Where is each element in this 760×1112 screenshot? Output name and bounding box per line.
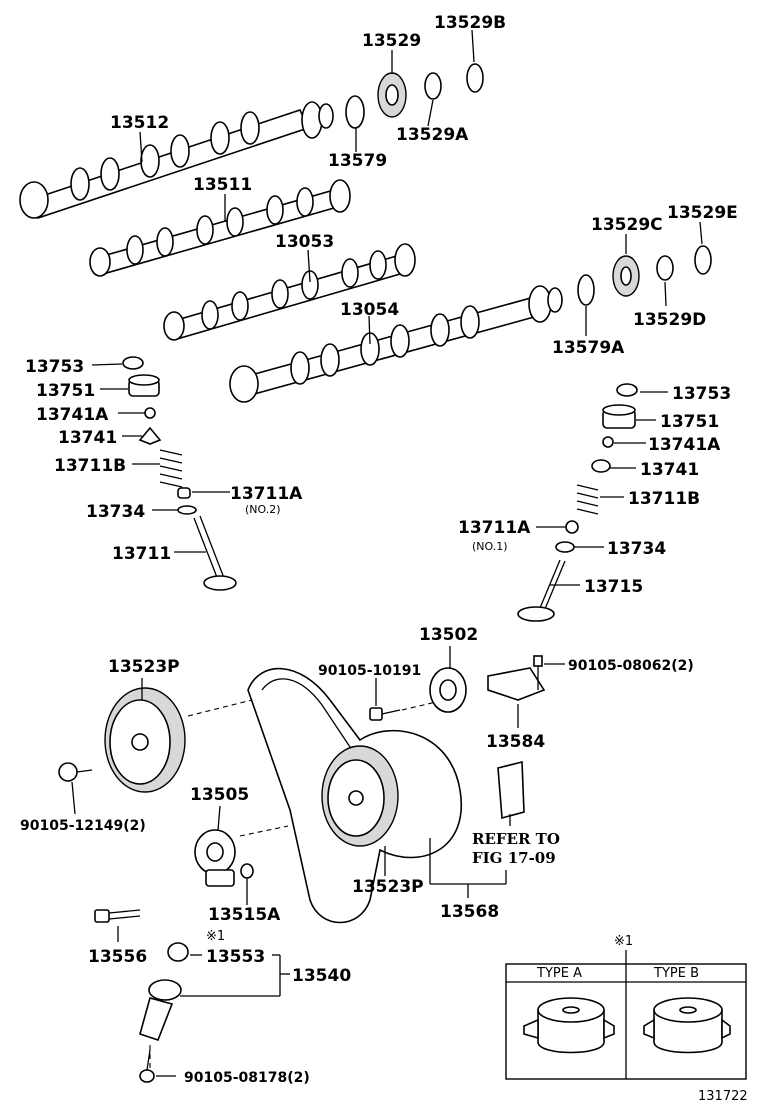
label-13523P-bottom: 13523P <box>352 877 424 897</box>
label-13711: 13711 <box>112 544 171 564</box>
tensioner-13505 <box>194 829 236 887</box>
camshaft-13053 <box>163 243 416 341</box>
inset-type-a: TYPE A <box>536 966 582 981</box>
label-13711A-left-note: (NO.2) <box>245 503 281 516</box>
label-13753-right: 13753 <box>672 384 731 404</box>
figure-number: 131722 <box>698 1089 748 1104</box>
type-inset: ※1 TYPE A TYPE B <box>505 934 747 1080</box>
label-13529B: 13529B <box>434 13 506 33</box>
label-13741A-right: 13741A <box>648 435 721 455</box>
label-13584: 13584 <box>486 732 545 752</box>
left-valve-stack <box>122 356 237 591</box>
pulley-13523P-bottom <box>321 745 399 847</box>
label-13711B-left: 13711B <box>54 456 126 476</box>
label-13741-left: 13741 <box>58 428 117 448</box>
bolt-90105-12149 <box>58 762 93 782</box>
bracket-13584 <box>487 667 546 701</box>
refer-line-1: REFER TO <box>472 830 560 848</box>
ring-13529D <box>656 255 674 281</box>
label-13511: 13511 <box>193 175 252 195</box>
label-13751-right: 13751 <box>660 412 719 432</box>
label-13512: 13512 <box>110 113 169 133</box>
gear-13529C <box>612 255 640 297</box>
keeper-13741A-left <box>144 407 156 419</box>
label-13553-mark: ※1 <box>206 929 225 944</box>
label-13579A: 13579A <box>552 338 625 358</box>
label-13054: 13054 <box>340 300 399 320</box>
idler-13502 <box>429 667 467 713</box>
refer-line-2: FIG 17-09 <box>472 849 556 867</box>
bolt-90105-08178 <box>139 1049 155 1083</box>
label-13715: 13715 <box>584 577 643 597</box>
gear-13529 <box>377 72 407 118</box>
right-valve-stack <box>517 383 638 622</box>
label-13741-right: 13741 <box>640 460 699 480</box>
camshaft-13511 <box>89 179 351 277</box>
label-13579: 13579 <box>328 151 387 171</box>
shim-13753-left <box>122 356 144 370</box>
label-13734-right: 13734 <box>607 539 666 559</box>
label-13529C: 13529C <box>591 215 663 235</box>
inset-type-b: TYPE B <box>653 966 699 981</box>
tensioner-damper-13540 <box>139 979 182 1041</box>
seal-13711A-left <box>177 487 191 499</box>
ring-13579 <box>345 95 365 129</box>
camshaft-13512 <box>19 101 334 219</box>
ring-13529E <box>694 245 712 275</box>
pulley-13523P-top <box>104 687 186 793</box>
label-13741A-left: 13741A <box>36 405 109 425</box>
leader-lines <box>71 29 703 1077</box>
label-13502: 13502 <box>419 625 478 645</box>
label-13751-left: 13751 <box>36 381 95 401</box>
seat-13734-left <box>177 505 197 515</box>
washer-13515A <box>240 863 254 879</box>
camshaft-13054 <box>229 285 563 403</box>
label-13505: 13505 <box>190 785 249 805</box>
label-13556: 13556 <box>88 947 147 967</box>
label-13515A: 13515A <box>208 905 281 925</box>
label-13711A-left: 13711A <box>230 484 303 504</box>
label-13540: 13540 <box>292 966 351 986</box>
label-13529: 13529 <box>362 31 421 51</box>
label-13711A-right: 13711A <box>458 518 531 538</box>
label-13529E: 13529E <box>667 203 738 223</box>
label-13053: 13053 <box>275 232 334 252</box>
type-a-pulley <box>523 997 615 1054</box>
type-b-pulley <box>643 997 731 1054</box>
ring-13579A <box>577 274 595 306</box>
label-90105-10191: 90105-10191 <box>318 663 421 679</box>
label-90105-08178: 90105-08178(2) <box>184 1070 310 1086</box>
bolt-90105-08062 <box>533 655 543 690</box>
label-13711B-right: 13711B <box>628 489 700 509</box>
ring-13529B <box>466 63 484 93</box>
retainer-13741-left <box>138 426 162 445</box>
label-13734-left: 13734 <box>86 502 145 522</box>
label-13529A: 13529A <box>396 125 469 145</box>
label-90105-12149: 90105-12149(2) <box>20 818 146 834</box>
bolt-90105-10191 <box>369 707 401 721</box>
ring-13529A <box>424 72 442 100</box>
refer-part-fig-17-09 <box>497 760 525 820</box>
inset-mark: ※1 <box>614 934 633 949</box>
label-13529D: 13529D <box>633 310 706 330</box>
bolt-13556 <box>94 909 141 923</box>
label-13568: 13568 <box>440 902 499 922</box>
label-90105-08062: 90105-08062(2) <box>568 658 694 674</box>
label-13711A-right-note: (NO.1) <box>472 540 508 553</box>
pulley-13553 <box>167 942 189 962</box>
label-13523P-top: 13523P <box>108 657 180 677</box>
label-13553: 13553 <box>206 947 265 967</box>
label-13753-left: 13753 <box>25 357 84 377</box>
